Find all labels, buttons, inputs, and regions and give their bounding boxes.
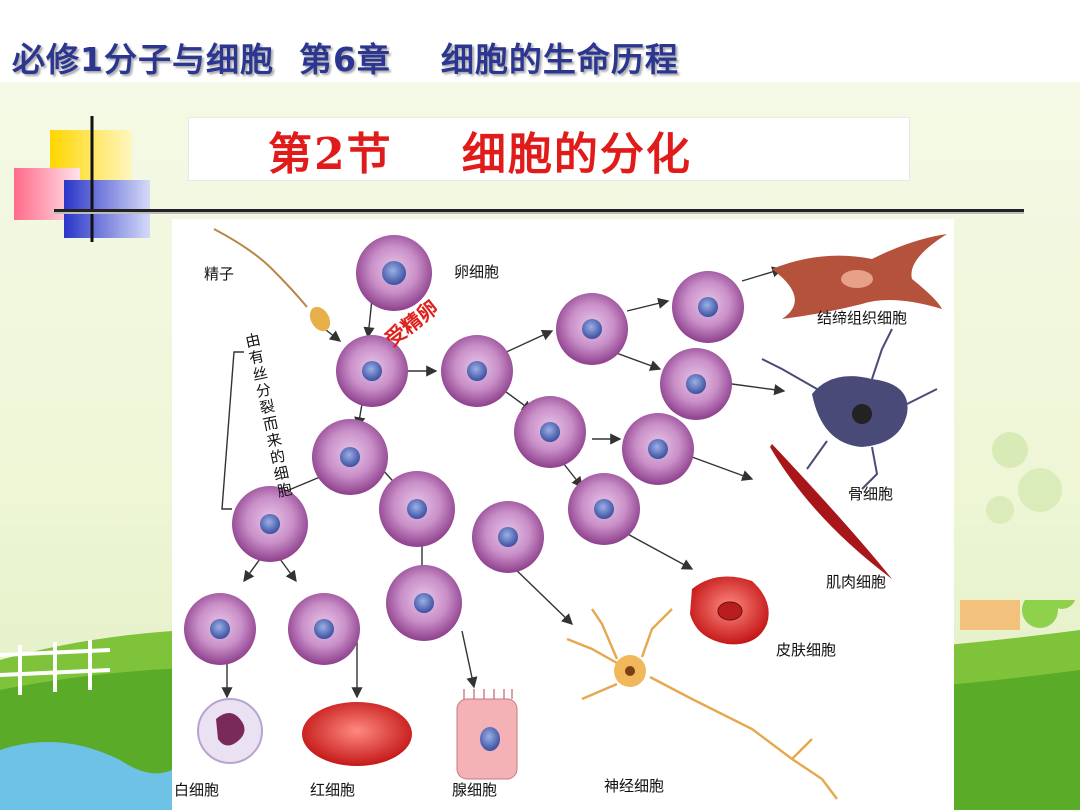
cell-differentiation-diagram: 精子 卵细胞 受精卵 由有丝分裂而来的细胞 结缔组织细胞 骨细胞 肌肉细胞 皮肤…: [172, 219, 954, 810]
label-skin: 皮肤细胞: [776, 641, 837, 659]
skin-cell: [690, 576, 769, 645]
tree-decoration: [986, 432, 1062, 524]
title-box: [188, 117, 910, 181]
label-muscle: 肌肉细胞: [826, 573, 887, 591]
egg-cell: [356, 235, 432, 311]
top-strip: [0, 0, 1080, 20]
sperm-cell: [213, 228, 331, 332]
divider-shadow: [54, 212, 1024, 214]
label-nerve: 神经细胞: [604, 777, 665, 795]
corner-decoration: [14, 116, 150, 242]
label-bone: 骨细胞: [848, 485, 894, 503]
white-blood-cell: [197, 698, 263, 764]
mitotic-cells: [184, 271, 744, 665]
label-gland: 腺细胞: [452, 781, 498, 799]
divider-line: [54, 209, 1024, 212]
bracket: [221, 351, 244, 510]
header-band: [0, 20, 1080, 82]
label-connective: 结缔组织细胞: [817, 309, 908, 327]
gland-cell: [456, 689, 518, 780]
bone-cell: [761, 328, 938, 490]
muscle-cell: [770, 444, 892, 579]
label-red-blood: 红细胞: [310, 781, 356, 799]
slide-title: 第2节 细胞的分化: [268, 129, 692, 180]
house-icon: [960, 600, 1020, 630]
course-title: 必修1分子与细胞 第6章 细胞的生命历程: [12, 40, 679, 79]
label-sperm: 精子: [204, 265, 235, 283]
label-white-blood: 白细胞: [174, 781, 220, 799]
connective-tissue-cell: [772, 234, 947, 319]
label-egg: 卵细胞: [454, 263, 500, 281]
nerve-cell: [566, 608, 838, 800]
red-blood-cell: [302, 702, 412, 766]
